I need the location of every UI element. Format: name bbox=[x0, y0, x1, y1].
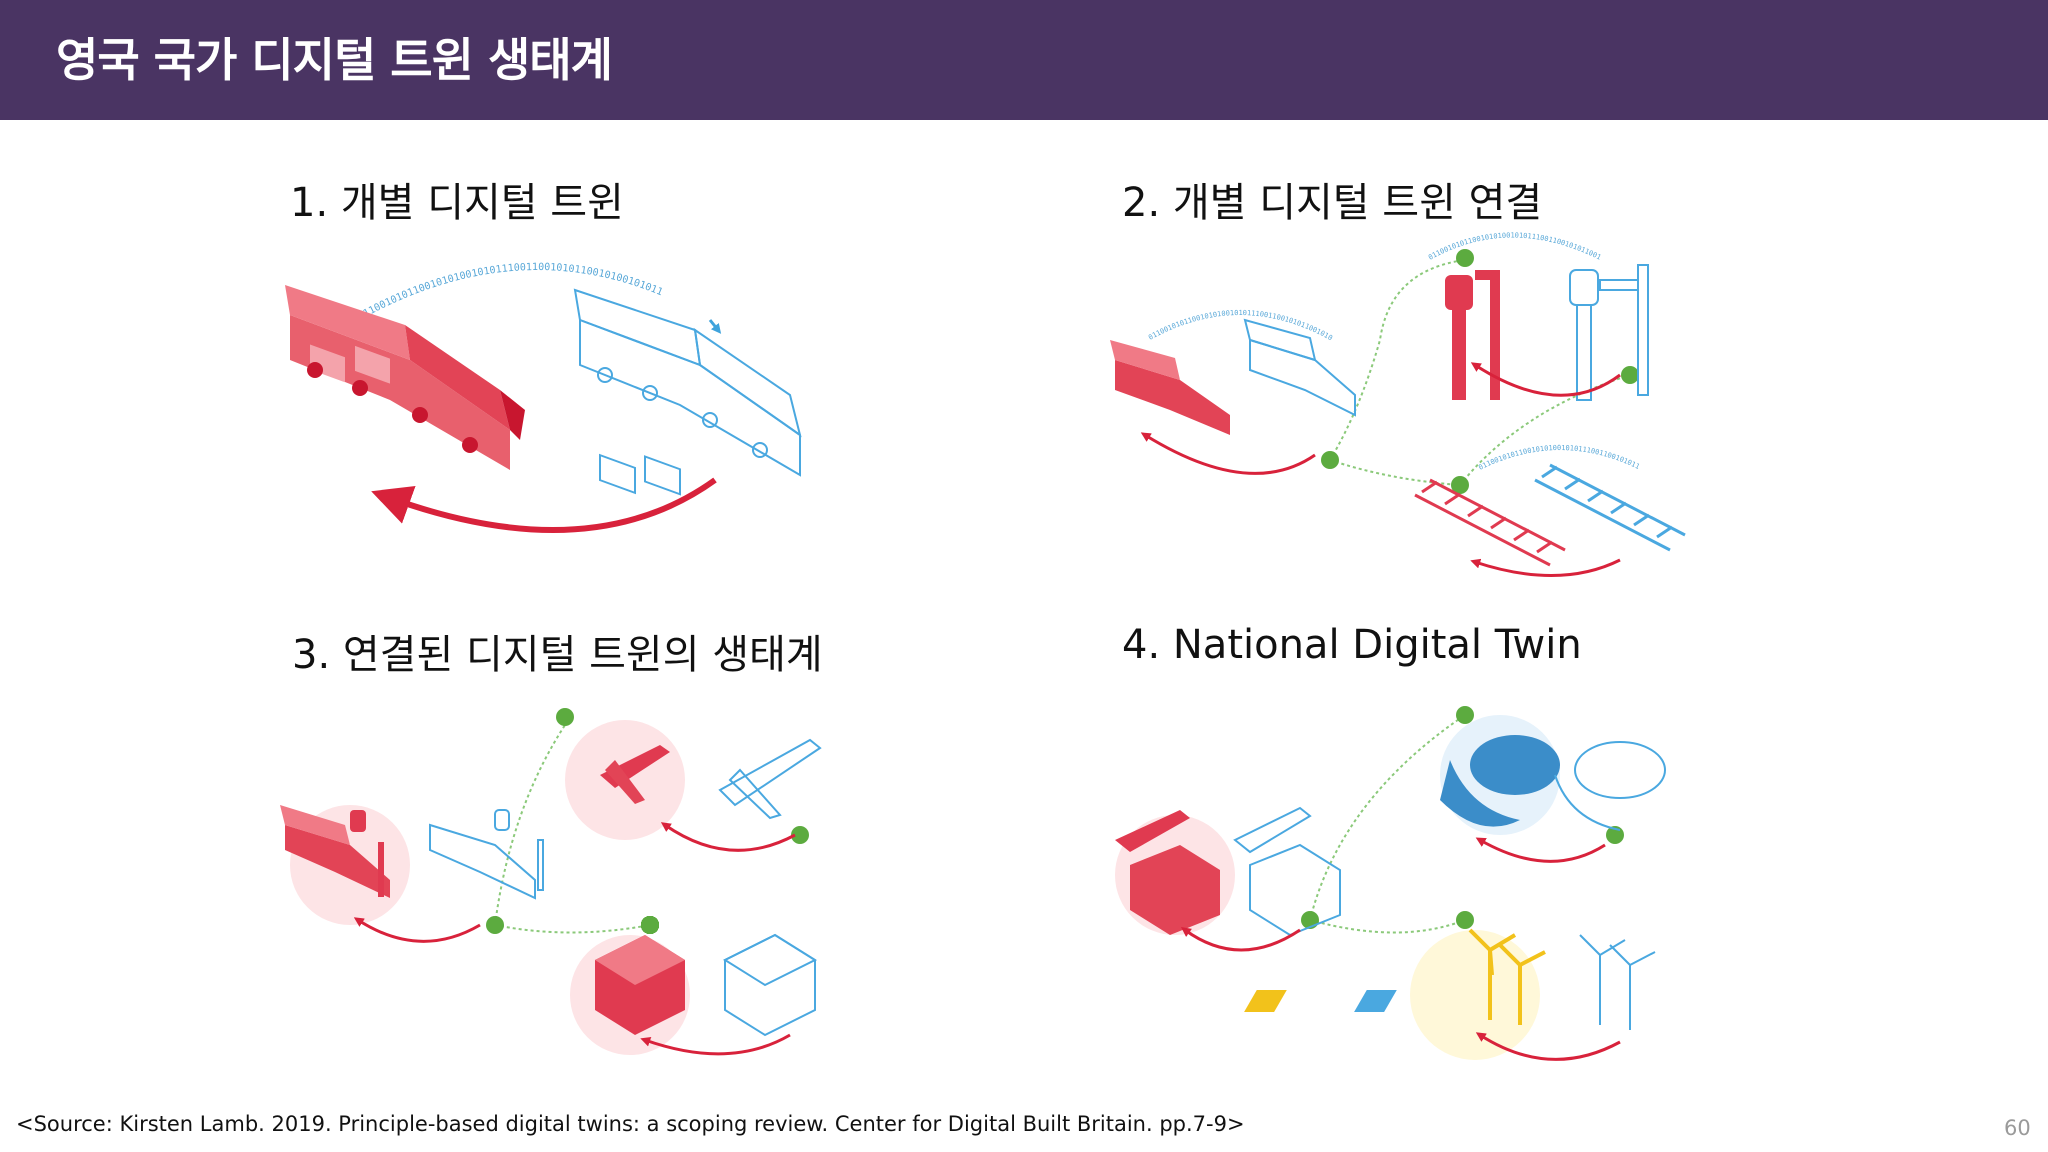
title-bar: 영국 국가 디지털 트윈 생태계 bbox=[0, 0, 2048, 120]
ecosystem-icon bbox=[280, 708, 822, 1056]
panel-3-title: 3. 연결된 디지털 트윈의 생태계 bbox=[292, 632, 823, 678]
physical-train-icon bbox=[285, 285, 525, 470]
panel-4-title: 4. National Digital Twin bbox=[1122, 622, 1582, 668]
page-number: 60 bbox=[2004, 1116, 2031, 1140]
slide-title: 영국 국가 디지털 트윈 생태계 bbox=[56, 33, 613, 87]
svg-text:011001010110010101001010111001: 0110010101100101010010101110011001010110… bbox=[1098, 224, 1641, 472]
svg-text:011001010110010101001010111001: 0110010101100101010010101110011001010110… bbox=[1098, 224, 1334, 342]
panel-1-title: 1. 개별 디지털 트윈 bbox=[290, 180, 624, 226]
panel-2-title: 2. 개별 디지털 트윈 연결 bbox=[1122, 180, 1543, 226]
svg-text:011001010110010101001010111001: 0110010101100101010010101110011001010110… bbox=[1098, 224, 1602, 262]
national-twin-icon bbox=[1115, 706, 1666, 1061]
digital-train-icon bbox=[573, 288, 802, 496]
connected-rail-twins-icon: 0110010101100101010010101110011001010110… bbox=[1098, 224, 1686, 577]
train-twin-icon: 0110010101100101010010101110011001010110… bbox=[285, 262, 802, 533]
source-citation: <Source: Kirsten Lamb. 2019. Principle-b… bbox=[16, 1112, 1245, 1136]
svg-text:011001010110010101001010111001: 0110010101100101010010101110011001010110… bbox=[356, 262, 664, 323]
